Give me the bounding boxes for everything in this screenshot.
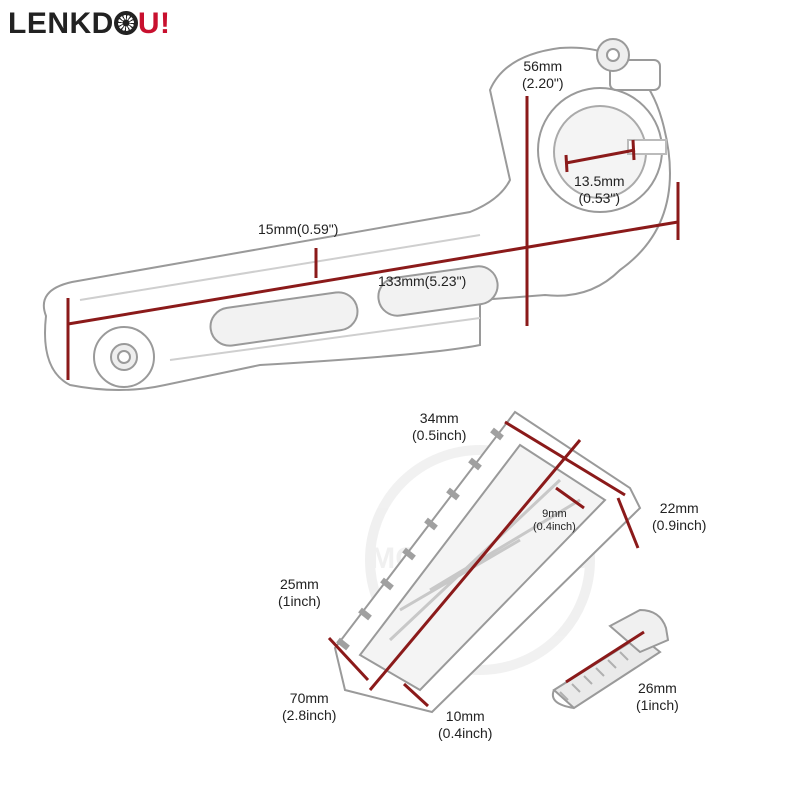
bolt-length-line [565, 630, 645, 684]
bolt-length-mm: 26mm [637, 680, 677, 696]
inner-diameter-inch: (0.53") [578, 190, 621, 206]
right-height-label: 22mm (0.9inch) [652, 500, 706, 534]
brand-name: LENKD [8, 7, 114, 40]
total-length-value: 133mm(5.23") [378, 273, 467, 289]
left-height-inch: (1inch) [278, 593, 321, 609]
inner-diameter-mm: 13.5mm [574, 173, 625, 189]
wheel-icon [113, 11, 138, 35]
total-length-label: 133mm(5.23") [378, 273, 466, 290]
outer-diameter-inch: (2.20") [522, 75, 564, 91]
right-height-line [616, 497, 640, 549]
foot-peg-dimension-lines [327, 420, 640, 708]
brake-arm-dimension-lines [66, 96, 680, 380]
outer-diameter-label: 56mm (2.20") [522, 58, 564, 92]
inner-diameter-line [565, 148, 636, 165]
top-width-label: 34mm (0.5inch) [412, 410, 466, 444]
right-height-inch: (0.9inch) [652, 517, 707, 533]
brand-logo: LENKD U! [8, 6, 171, 42]
bottom-height-mm: 10mm [445, 708, 485, 724]
brake-arm [42, 38, 671, 391]
total-length-line [67, 220, 679, 326]
right-height-mm: 22mm [659, 500, 699, 516]
bottom-height-inch: (0.4inch) [438, 725, 493, 741]
length-line [368, 439, 582, 691]
top-width-mm: 34mm [419, 410, 459, 426]
slot-width-inch: (0.4inch) [533, 521, 576, 533]
bottom-height-line [402, 682, 430, 708]
brand-suffix: U! [137, 7, 171, 40]
length-inch: (2.8inch) [282, 707, 337, 723]
outer-diameter-mm: 56mm [523, 58, 563, 74]
left-height-line [327, 636, 370, 682]
arm-width-label: 15mm(0.59") [258, 221, 338, 238]
bolt-length-inch: (1inch) [636, 697, 679, 713]
slot-width-mm: 9mm [542, 508, 567, 520]
bolt-length-label: 26mm (1inch) [636, 680, 679, 714]
slot-width-label: 9mm (0.4inch) [533, 508, 576, 534]
length-label: 70mm (2.8inch) [282, 690, 336, 724]
inner-diameter-label: 13.5mm (0.53") [574, 173, 625, 207]
length-mm: 70mm [289, 690, 329, 706]
bolt [552, 608, 670, 710]
top-width-inch: (0.5inch) [412, 427, 467, 443]
left-height-mm: 25mm [279, 576, 319, 592]
bottom-height-label: 10mm (0.4inch) [438, 708, 492, 742]
slot-width-line [555, 486, 585, 510]
arm-width-value: 15mm(0.59") [258, 221, 339, 237]
left-height-label: 25mm (1inch) [278, 576, 321, 610]
